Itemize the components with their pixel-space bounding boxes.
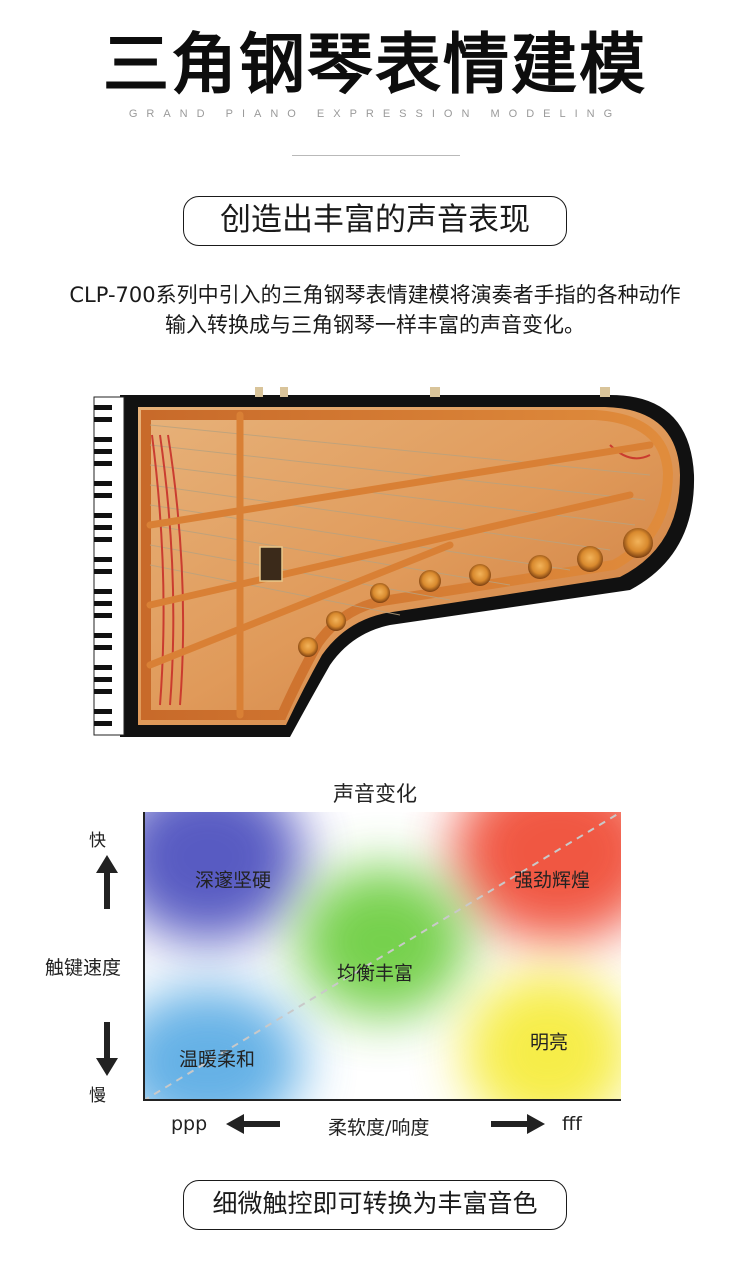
footer-tagline: 细微触控即可转换为丰富音色 [183,1180,567,1230]
page-title: 三角钢琴表情建模 [103,26,647,103]
title-divider [292,155,460,156]
region-label-deep-hard: 深邃坚硬 [194,869,272,892]
region-blob-bright [463,972,621,1101]
arrow-up-icon [96,855,118,909]
x-right-label: fff [562,1113,582,1135]
x-axis-label: 柔软度/响度 [328,1117,430,1139]
grand-piano-illustration [90,375,696,745]
section-description: CLP-700系列中引入的三角钢琴表情建模将演奏者手指的各种动作 输入转换成与三… [0,280,750,340]
y-axis-label: 触键速度 [45,957,122,979]
arrow-down-icon [96,1022,118,1076]
description-line-1: CLP-700系列中引入的三角钢琴表情建模将演奏者手指的各种动作 [69,283,681,307]
region-blob-balanced-rich [298,867,468,1017]
arrow-left-icon [226,1114,280,1134]
page-subtitle: GRAND PIANO EXPRESSION MODELING [128,108,622,120]
y-top-label: 快 [89,831,106,851]
x-left-label: ppp [171,1113,208,1135]
region-label-balanced-rich: 均衡丰富 [336,962,414,985]
y-bottom-label: 慢 [89,1086,106,1106]
grand-piano-svg [93,387,695,737]
tone-chart: 深邃坚硬 强劲辉煌 均衡丰富 温暖柔和 明亮 [143,812,621,1101]
arrow-right-icon [491,1114,545,1134]
region-label-bright: 明亮 [529,1031,569,1054]
diagonal-guide [143,812,621,1101]
region-label-powerful-brilliant: 强劲辉煌 [513,869,591,892]
section-heading: 创造出丰富的声音表现 [183,196,567,246]
chart-axes [143,812,621,1101]
region-label-warm-soft: 温暖柔和 [178,1048,256,1071]
description-line-2: 输入转换成与三角钢琴一样丰富的声音变化。 [165,313,585,337]
chart-title: 声音变化 [333,782,417,806]
